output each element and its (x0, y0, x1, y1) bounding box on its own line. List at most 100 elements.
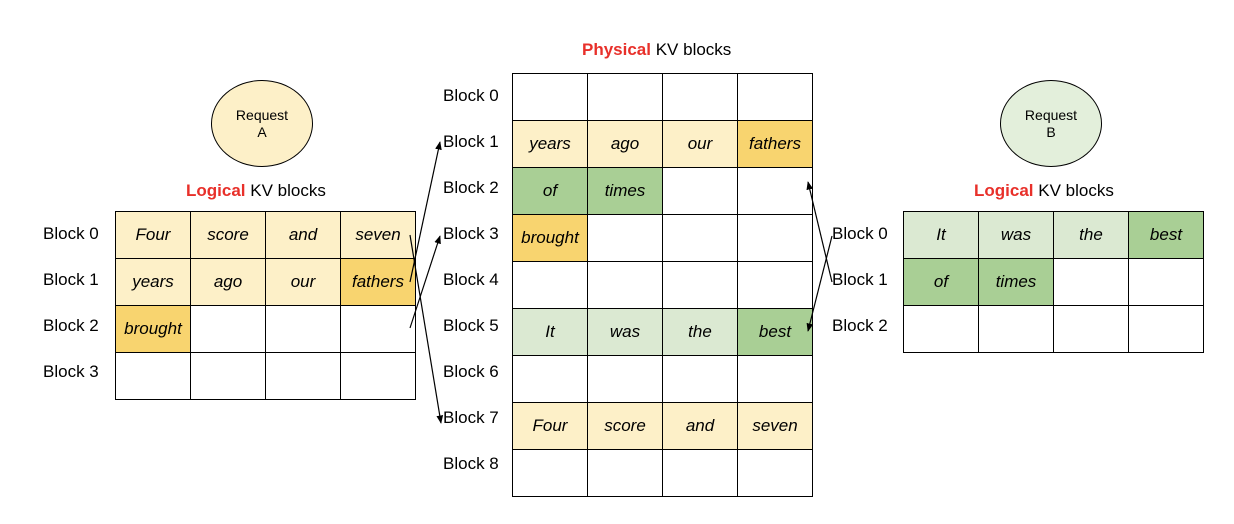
block-row (115, 352, 416, 400)
token-cell: Four (115, 211, 191, 259)
logical-b-title-rest: KV blocks (1033, 181, 1114, 200)
block-label: Block 1 (443, 132, 499, 151)
token-cell (662, 214, 738, 262)
token-cell (340, 305, 416, 353)
token-cell: fathers (737, 120, 813, 168)
block-label: Block 5 (443, 316, 499, 335)
token-cell: brought (512, 214, 588, 262)
token-cell: years (115, 258, 191, 306)
block-label: Block 3 (443, 224, 499, 243)
token-cell: the (1053, 211, 1129, 259)
logical-a-title-highlight: Logical (186, 181, 246, 200)
token-cell (737, 73, 813, 121)
request-b-label-line1: Request (1024, 106, 1078, 123)
token-cell (662, 449, 738, 497)
token-cell: It (512, 308, 588, 356)
token-cell: our (265, 258, 341, 306)
token-cell: of (903, 258, 979, 306)
request-a-label-line1: Request (235, 106, 289, 123)
token-cell: seven (340, 211, 416, 259)
token-cell: best (1128, 211, 1204, 259)
block-label: Block 7 (443, 408, 499, 427)
token-cell (662, 261, 738, 309)
token-cell (662, 73, 738, 121)
physical-title-highlight: Physical (582, 40, 651, 59)
block-row (512, 261, 813, 309)
token-cell: the (662, 308, 738, 356)
logical-b-title-highlight: Logical (974, 181, 1034, 200)
token-cell (512, 449, 588, 497)
token-cell (190, 305, 266, 353)
block-label: Block 2 (43, 316, 99, 335)
token-cell (662, 355, 738, 403)
block-row: brought (512, 214, 813, 262)
block-label: Block 2 (443, 178, 499, 197)
block-row (512, 449, 813, 497)
token-cell (340, 352, 416, 400)
token-cell: our (662, 120, 738, 168)
token-cell (903, 305, 979, 353)
token-cell: and (265, 211, 341, 259)
token-cell (978, 305, 1054, 353)
request-b-node: Request B (1000, 80, 1102, 167)
token-cell (737, 167, 813, 215)
token-cell (512, 355, 588, 403)
block-row (512, 73, 813, 121)
request-b-label-line2: B (1046, 123, 1056, 140)
block-label: Block 0 (832, 224, 888, 243)
token-cell (265, 305, 341, 353)
token-cell (587, 261, 663, 309)
token-cell (1128, 305, 1204, 353)
token-cell: score (190, 211, 266, 259)
token-cell (737, 214, 813, 262)
physical-title-rest: KV blocks (651, 40, 732, 59)
block-label: Block 1 (832, 270, 888, 289)
logical-b-title: Logical KV blocks (974, 181, 1114, 201)
token-cell: ago (190, 258, 266, 306)
token-cell (512, 261, 588, 309)
token-cell: times (978, 258, 1054, 306)
token-cell: Four (512, 402, 588, 450)
token-cell (737, 355, 813, 403)
token-cell (512, 73, 588, 121)
token-cell (737, 261, 813, 309)
request-a-node: Request A (211, 80, 313, 167)
token-cell: of (512, 167, 588, 215)
token-cell: seven (737, 402, 813, 450)
token-cell: was (978, 211, 1054, 259)
block-label: Block 6 (443, 362, 499, 381)
token-cell (1053, 258, 1129, 306)
token-cell: best (737, 308, 813, 356)
token-cell: was (587, 308, 663, 356)
token-cell: and (662, 402, 738, 450)
logical-a-title-rest: KV blocks (245, 181, 326, 200)
token-cell (115, 352, 191, 400)
block-label: Block 8 (443, 454, 499, 473)
token-cell (587, 73, 663, 121)
token-cell (737, 449, 813, 497)
token-cell (662, 167, 738, 215)
block-label: Block 0 (443, 86, 499, 105)
token-cell: ago (587, 120, 663, 168)
token-cell: times (587, 167, 663, 215)
token-cell: score (587, 402, 663, 450)
token-cell: brought (115, 305, 191, 353)
token-cell (265, 352, 341, 400)
block-label: Block 1 (43, 270, 99, 289)
block-row (512, 355, 813, 403)
token-cell (1053, 305, 1129, 353)
block-label: Block 4 (443, 270, 499, 289)
token-cell: It (903, 211, 979, 259)
token-cell (190, 352, 266, 400)
request-a-label-line2: A (257, 123, 267, 140)
